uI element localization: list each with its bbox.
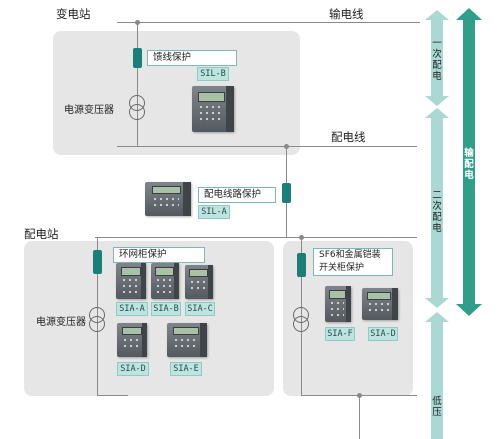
sil-a-relay-device bbox=[145, 182, 191, 216]
sia-e-relay-device bbox=[167, 323, 207, 357]
secondary-distribution-label: 二次配电 bbox=[432, 190, 442, 234]
transmission-line-label: 输电线 bbox=[329, 7, 364, 21]
distribution-station-title: 配电站 bbox=[24, 227, 59, 241]
transformer-top-label: 电源变压器 bbox=[64, 105, 114, 116]
sia-a-relay-device bbox=[116, 263, 146, 299]
distribution-station-panel bbox=[24, 241, 274, 396]
switchgear-ct bbox=[297, 253, 306, 277]
transformer-left-icon bbox=[89, 316, 105, 332]
sf6-switchgear-protection-label: SF6和金属铠装 开关柜保护 bbox=[313, 248, 393, 276]
sia-b-relay-device bbox=[151, 263, 179, 299]
sia-f-relay-device bbox=[325, 286, 351, 322]
ring-main-protection-label: 环网柜保护 bbox=[113, 247, 205, 263]
sil-b-device-code: SIL-B bbox=[197, 67, 229, 81]
sia-b-device-code: SIA-B bbox=[151, 302, 181, 316]
distribution-line-label: 配电线 bbox=[331, 130, 366, 144]
junction-dot bbox=[299, 235, 304, 240]
low-voltage-label: 低压 bbox=[432, 396, 442, 418]
sia-d-left-relay-device bbox=[117, 323, 147, 357]
sia-d-right-relay-device bbox=[362, 288, 398, 320]
low-voltage-arrow bbox=[425, 312, 449, 439]
sia-e-device-code: SIA-E bbox=[170, 362, 202, 376]
junction-dot bbox=[135, 20, 140, 25]
transmission-line bbox=[117, 22, 420, 23]
substation-ct bbox=[133, 48, 142, 68]
secondary-distribution-arrow bbox=[425, 108, 449, 308]
sil-b-relay-device bbox=[192, 86, 234, 132]
sia-c-relay-device bbox=[185, 265, 213, 299]
transformer-top-icon bbox=[129, 104, 145, 120]
transmission-distribution-label: 输配电 bbox=[464, 148, 474, 181]
station-busbar bbox=[95, 237, 417, 238]
transmission-distribution-arrow bbox=[456, 8, 482, 316]
feeder-protection-label: 馈线保护 bbox=[147, 50, 237, 66]
sia-c-device-code: SIA-C bbox=[185, 302, 215, 316]
primary-distribution-label: 一次配电 bbox=[432, 38, 442, 82]
sia-a-device-code: SIA-A bbox=[116, 302, 148, 316]
distribution-line-protection-label: 配电线路保护 bbox=[198, 187, 276, 203]
sil-a-device-code: SIL-A bbox=[198, 205, 230, 219]
substation-feeder-line bbox=[137, 22, 138, 147]
distribution-line bbox=[117, 146, 417, 147]
junction-dot bbox=[357, 393, 362, 398]
distribution-line-ct bbox=[282, 183, 291, 203]
left-bottom-line bbox=[97, 395, 128, 396]
transformer-right-icon bbox=[293, 316, 309, 332]
primary-distribution-arrow bbox=[425, 10, 449, 106]
sia-f-device-code: SIA-F bbox=[325, 327, 355, 341]
ring-main-ct bbox=[93, 250, 102, 274]
substation-title: 变电站 bbox=[56, 7, 91, 21]
sia-d-right-device-code: SIA-D bbox=[368, 327, 398, 341]
transformer-left-label: 电源变压器 bbox=[36, 317, 86, 328]
sia-d-left-device-code: SIA-D bbox=[117, 362, 149, 376]
low-voltage-drop bbox=[359, 395, 360, 439]
junction-dot bbox=[284, 144, 289, 149]
